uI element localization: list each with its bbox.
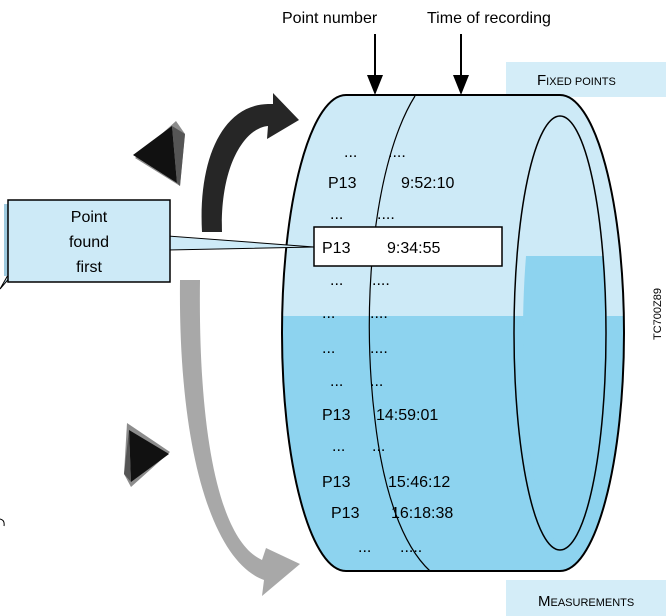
row-8-point: P13: [322, 407, 351, 424]
row-12-time: .....: [400, 539, 422, 556]
row-9-time: ...: [372, 438, 385, 455]
row-2-point: P13: [328, 175, 357, 192]
row-12-point: ...: [358, 539, 371, 556]
point-found-first-callout: Point found first: [4, 199, 171, 283]
point-number-label: Point number: [282, 10, 378, 27]
svg-text:FIXED POINTS: FIXED POINTS: [537, 72, 616, 89]
row-10-point: P13: [322, 474, 351, 491]
memory-drum: [281, 94, 625, 572]
drum-end-face: [513, 115, 607, 551]
highlighted-time: 9:34:55: [387, 240, 440, 257]
measurements-badge: MEASUREMENTS: [506, 580, 666, 616]
callout-line-1: Point: [71, 209, 108, 226]
callout-line-3: first: [76, 259, 102, 276]
row-3-time: ....: [377, 206, 395, 223]
row-10-time: 15:46:12: [388, 474, 450, 491]
row-5-point: ...: [322, 305, 335, 322]
measurements-initial: M: [538, 593, 551, 610]
rotate-down-arrow: [179, 280, 300, 596]
scroll-up-button[interactable]: [133, 121, 185, 186]
row-9-point: ...: [332, 438, 345, 455]
row-5-time: ....: [370, 305, 388, 322]
row-11-point: P13: [331, 505, 360, 522]
highlighted-point: P13: [322, 240, 351, 257]
scroll-down-button[interactable]: [124, 423, 170, 487]
point-number-pointer: [367, 34, 383, 95]
figure-code: TC700Z89: [652, 288, 664, 340]
row-4-point: ...: [330, 272, 343, 289]
row-6-point: ...: [322, 340, 335, 357]
row-1-point: ...: [344, 144, 357, 161]
fixed-points-badge: FIXED POINTS: [506, 62, 666, 97]
row-3-point: ...: [330, 206, 343, 223]
fixed-points-initial: F: [537, 72, 546, 89]
svg-text:MEASUREMENTS: MEASUREMENTS: [538, 593, 634, 610]
row-7-point: ...: [330, 373, 343, 390]
fixed-points-rest: IXED POINTS: [546, 76, 616, 88]
measurements-rest: EASUREMENTS: [551, 597, 635, 609]
time-of-recording-pointer: [453, 34, 469, 95]
row-11-time: 16:18:38: [391, 505, 453, 522]
column-divider: [368, 95, 431, 572]
row-8-time: 14:59:01: [376, 407, 438, 424]
row-1-time: ....: [388, 144, 406, 161]
row-7-time: ...: [370, 373, 383, 390]
row-4-time: ....: [372, 272, 390, 289]
row-2-time: 9:52:10: [401, 175, 454, 192]
drum-rows: ... .... P13 9:52:10 ... .... ... .... .…: [322, 144, 454, 556]
time-of-recording-label: Time of recording: [427, 10, 551, 27]
edge-mark: [0, 518, 5, 527]
callout-line-2: found: [69, 234, 109, 251]
rotate-up-arrow: [201, 93, 299, 232]
highlighted-record: P13 9:34:55: [313, 226, 503, 267]
row-6-time: ....: [370, 340, 388, 357]
